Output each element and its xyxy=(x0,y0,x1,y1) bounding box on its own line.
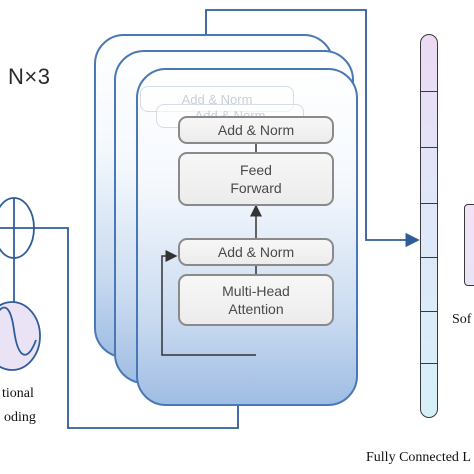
add-norm-bottom-label: Add & Norm xyxy=(217,244,295,260)
mha-label-line1: Multi-Head xyxy=(222,283,290,299)
mha-label-line2: Attention xyxy=(228,301,284,317)
feed-forward-label-line1: Feed xyxy=(240,162,272,178)
repeat-count-label: N×3 xyxy=(8,64,51,89)
sine-wave-icon xyxy=(0,301,41,371)
fc-cell-divider xyxy=(421,311,437,312)
residual-connection xyxy=(161,250,256,356)
softmax-box xyxy=(464,204,474,286)
fc-cell-divider xyxy=(421,257,437,258)
fc-cell-divider xyxy=(421,91,437,92)
softmax-label: Sof xyxy=(452,312,472,327)
feed-forward-label-line2: Forward xyxy=(230,180,282,196)
fc-cell-divider xyxy=(421,363,437,364)
encoding-to-stack-connector xyxy=(30,227,239,429)
fc-cell-divider xyxy=(421,147,437,148)
add-norm-top-label: Add & Norm xyxy=(217,122,295,138)
positional-encoding-graphic xyxy=(0,197,41,371)
positional-encoding-label-line2: oding xyxy=(4,410,36,425)
multi-head-attention-block: Multi-Head Attention xyxy=(178,274,334,326)
add-circle-icon xyxy=(0,197,35,259)
fully-connected-label: Fully Connected L xyxy=(366,450,471,465)
feed-forward-block: Feed Forward xyxy=(178,152,334,206)
add-norm-bottom-block: Add & Norm xyxy=(178,238,334,266)
fully-connected-layer xyxy=(420,34,438,418)
add-norm-top-block: Add & Norm xyxy=(178,116,334,144)
fc-cell-divider xyxy=(421,203,437,204)
stack-to-fc-connector xyxy=(205,9,420,248)
positional-encoding-label-line1: tional xyxy=(2,386,34,401)
